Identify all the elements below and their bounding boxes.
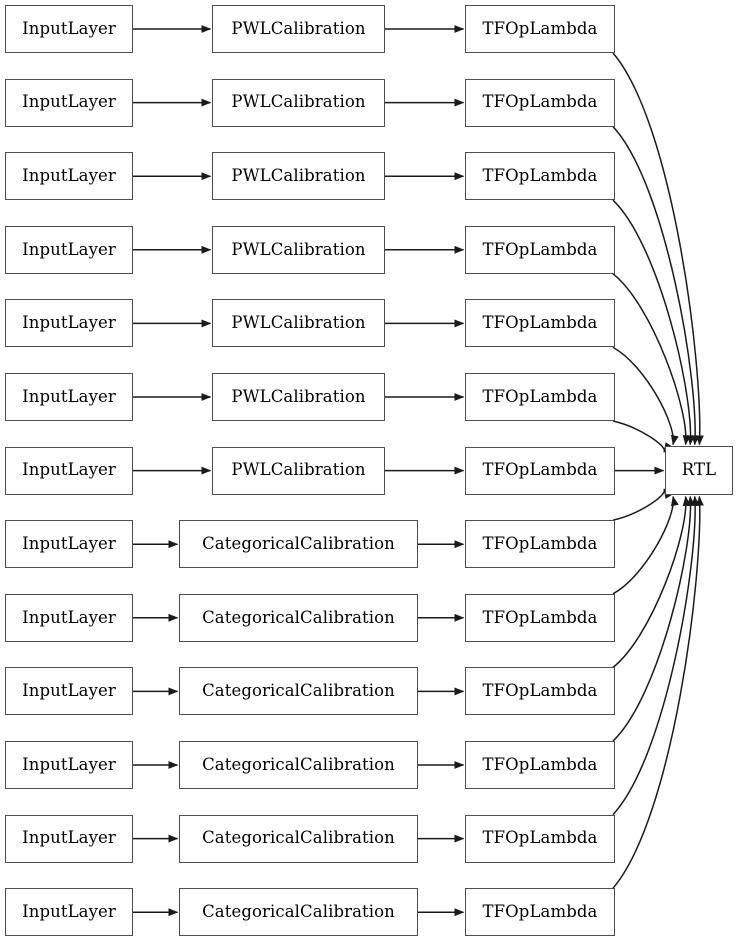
input-layer-node[interactable]: InputLayer (5, 667, 133, 716)
categorical-calibration-node-label: CategoricalCalibration (202, 828, 395, 848)
tf-op-lambda-node[interactable]: TFOpLambda (465, 78, 615, 127)
categorical-calibration-node[interactable]: CategoricalCalibration (179, 741, 418, 789)
input-layer-node-label: InputLayer (22, 92, 116, 112)
edge-op-to-rtl (612, 273, 691, 446)
tf-op-lambda-node[interactable]: TFOpLambda (465, 5, 615, 53)
edge-op-to-rtl (612, 495, 704, 889)
input-layer-node-label: InputLayer (22, 754, 116, 774)
edge-op-to-rtl (612, 495, 679, 595)
tf-op-lambda-node-label: TFOpLambda (482, 607, 598, 627)
input-layer-node-label: InputLayer (22, 386, 116, 406)
categorical-calibration-node-label: CategoricalCalibration (202, 901, 395, 921)
tf-op-lambda-node[interactable]: TFOpLambda (465, 741, 615, 789)
pwl-calibration-node[interactable]: PWLCalibration (212, 78, 385, 127)
tf-op-lambda-node[interactable]: TFOpLambda (465, 152, 615, 201)
edge-op-to-rtl (612, 495, 695, 742)
input-layer-node[interactable]: InputLayer (5, 593, 133, 642)
tf-op-lambda-node-label: TFOpLambda (482, 313, 598, 333)
pwl-calibration-node-label: PWLCalibration (231, 460, 366, 480)
input-layer-node-label: InputLayer (22, 901, 116, 921)
tf-op-lambda-node[interactable]: TFOpLambda (465, 888, 615, 937)
tf-op-lambda-node[interactable]: TFOpLambda (465, 299, 615, 348)
tf-op-lambda-node[interactable]: TFOpLambda (465, 814, 615, 863)
input-layer-node-label: InputLayer (22, 681, 116, 701)
input-layer-node[interactable]: InputLayer (5, 152, 133, 201)
pwl-calibration-node-label: PWLCalibration (231, 165, 366, 185)
categorical-calibration-node-label: CategoricalCalibration (202, 533, 395, 553)
edge-op-to-rtl (612, 488, 673, 521)
pwl-calibration-node[interactable]: PWLCalibration (212, 299, 385, 348)
input-layer-node-label: InputLayer (22, 607, 116, 627)
pwl-calibration-node[interactable]: PWLCalibration (212, 225, 385, 274)
categorical-calibration-node-label: CategoricalCalibration (202, 607, 395, 627)
pwl-calibration-node[interactable]: PWLCalibration (212, 152, 385, 201)
pwl-calibration-node-label: PWLCalibration (231, 92, 366, 112)
categorical-calibration-node[interactable]: CategoricalCalibration (179, 520, 418, 569)
input-layer-node[interactable]: InputLayer (5, 299, 133, 348)
tf-op-lambda-node[interactable]: TFOpLambda (465, 225, 615, 274)
tf-op-lambda-node-label: TFOpLambda (482, 386, 598, 406)
edge-op-to-rtl (612, 126, 700, 446)
tf-op-lambda-node-label: TFOpLambda (482, 165, 598, 185)
pwl-calibration-node[interactable]: PWLCalibration (212, 373, 385, 421)
pwl-calibration-node[interactable]: PWLCalibration (212, 5, 385, 53)
edge-op-to-rtl (612, 495, 700, 816)
pwl-calibration-node-label: PWLCalibration (231, 313, 366, 333)
input-layer-node[interactable]: InputLayer (5, 520, 133, 569)
tf-op-lambda-node-label: TFOpLambda (482, 239, 598, 259)
input-layer-node[interactable]: InputLayer (5, 814, 133, 863)
edge-op-to-rtl (612, 199, 695, 446)
input-layer-node[interactable]: InputLayer (5, 741, 133, 789)
tf-op-lambda-node-label: TFOpLambda (482, 533, 598, 553)
input-layer-node-label: InputLayer (22, 165, 116, 185)
pwl-calibration-node[interactable]: PWLCalibration (212, 446, 385, 495)
tf-op-lambda-node-label: TFOpLambda (482, 828, 598, 848)
categorical-calibration-node-label: CategoricalCalibration (202, 754, 395, 774)
input-layer-node[interactable]: InputLayer (5, 78, 133, 127)
tf-op-lambda-node-label: TFOpLambda (482, 754, 598, 774)
tf-op-lambda-node[interactable]: TFOpLambda (465, 446, 615, 495)
edge-op-to-rtl (612, 495, 691, 668)
tf-op-lambda-node-label: TFOpLambda (482, 681, 598, 701)
edge-op-to-rtl (612, 52, 704, 446)
input-layer-node[interactable]: InputLayer (5, 888, 133, 937)
pwl-calibration-node-label: PWLCalibration (231, 386, 366, 406)
input-layer-node[interactable]: InputLayer (5, 5, 133, 53)
categorical-calibration-node[interactable]: CategoricalCalibration (179, 593, 418, 642)
input-layer-node-label: InputLayer (22, 239, 116, 259)
tf-op-lambda-node-label: TFOpLambda (482, 460, 598, 480)
rtl-node[interactable]: RTL (665, 446, 733, 496)
categorical-calibration-node-label: CategoricalCalibration (202, 681, 395, 701)
pwl-calibration-node-label: PWLCalibration (231, 18, 366, 38)
categorical-calibration-node[interactable]: CategoricalCalibration (179, 888, 418, 937)
input-layer-node-label: InputLayer (22, 828, 116, 848)
edge-op-to-rtl (612, 346, 679, 446)
tf-op-lambda-node[interactable]: TFOpLambda (465, 520, 615, 569)
input-layer-node[interactable]: InputLayer (5, 446, 133, 495)
tf-op-lambda-node-label: TFOpLambda (482, 901, 598, 921)
categorical-calibration-node[interactable]: CategoricalCalibration (179, 667, 418, 716)
tf-op-lambda-node[interactable]: TFOpLambda (465, 667, 615, 716)
edge-op-to-rtl (612, 420, 673, 453)
input-layer-node-label: InputLayer (22, 18, 116, 38)
tf-op-lambda-node-label: TFOpLambda (482, 92, 598, 112)
tf-op-lambda-node[interactable]: TFOpLambda (465, 373, 615, 421)
input-layer-node[interactable]: InputLayer (5, 373, 133, 421)
tf-op-lambda-node[interactable]: TFOpLambda (465, 593, 615, 642)
input-layer-node-label: InputLayer (22, 533, 116, 553)
rtl-node-label: RTL (681, 460, 717, 480)
input-layer-node-label: InputLayer (22, 460, 116, 480)
pwl-calibration-node-label: PWLCalibration (231, 239, 366, 259)
input-layer-node[interactable]: InputLayer (5, 225, 133, 274)
input-layer-node-label: InputLayer (22, 313, 116, 333)
categorical-calibration-node[interactable]: CategoricalCalibration (179, 814, 418, 863)
tf-op-lambda-node-label: TFOpLambda (482, 18, 598, 38)
